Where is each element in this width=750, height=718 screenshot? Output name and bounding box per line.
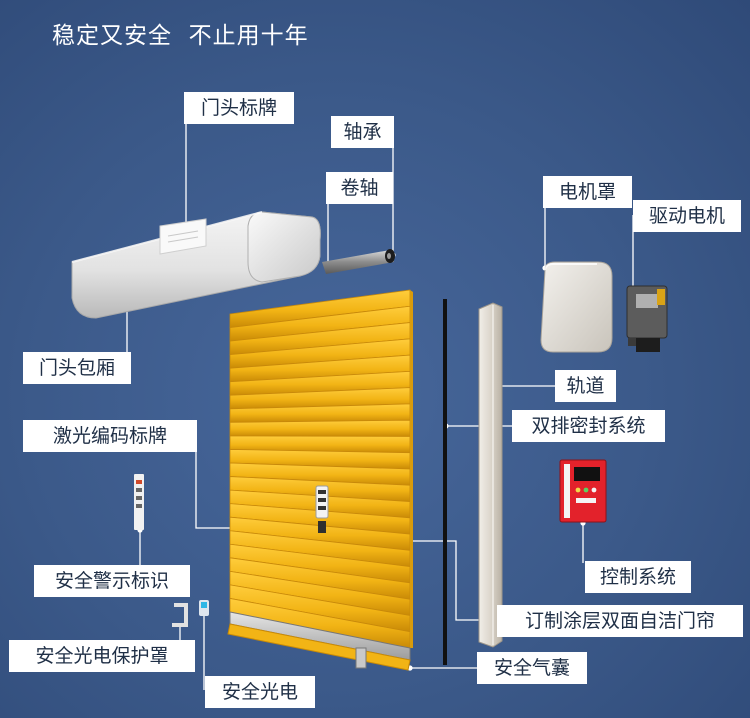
control-box-part [559,459,607,523]
safety-photocell-part [199,600,209,616]
label-door-head-housing: 门头包厢 [23,352,131,384]
door-head-housing-part [71,211,321,319]
roller-shaft-part [322,249,395,274]
door-curtain-part [229,289,413,649]
label-track: 轨道 [555,370,616,402]
label-safety-photocell: 安全光电 [205,676,315,708]
label-bearing: 轴承 [331,116,394,148]
label-safety-airbag: 安全气囊 [477,652,587,684]
bottom-airbag-part [227,611,411,671]
warning-sign-part [134,474,144,530]
label-custom-curtain: 订制涂层双面自洁门帘 [497,605,743,637]
curtain-edge [410,290,413,648]
label-roller-shaft: 卷轴 [326,172,393,204]
door-head-plate-part [159,218,207,255]
label-door-head-plate: 门头标牌 [184,92,294,124]
laser-code-plate-part [315,485,329,533]
label-drive-motor: 驱动电机 [633,200,741,232]
label-warning-sign: 安全警示标识 [34,565,190,597]
label-control-system: 控制系统 [585,561,691,593]
label-laser-code-plate: 激光编码标牌 [23,420,197,452]
label-double-seal: 双排密封系统 [512,410,665,442]
drive-motor-part [626,285,668,352]
label-photocell-cover: 安全光电保护罩 [9,640,195,672]
leader-custom-curtain [404,540,497,621]
label-motor-cover: 电机罩 [543,176,632,208]
seal-bar-part [443,299,447,665]
photocell-cover-part [172,603,188,627]
motor-cover-part [540,261,613,353]
curtain-slat [229,419,411,437]
track-part [478,302,503,648]
page-heading: 稳定又安全 不止用十年 [52,23,309,49]
